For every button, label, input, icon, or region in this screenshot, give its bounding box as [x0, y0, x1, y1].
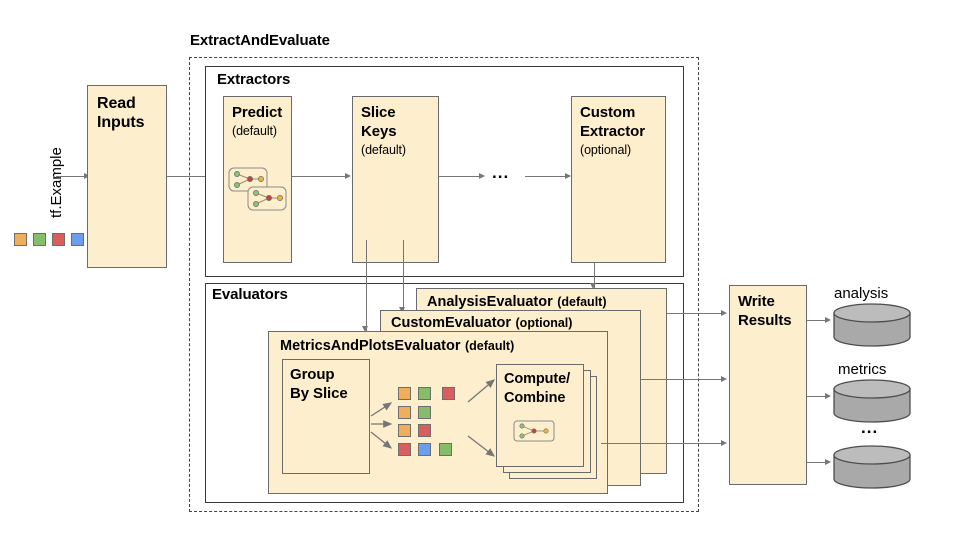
slice-keys-line2: Keys — [361, 123, 397, 140]
arrow-slicekeys-to-ellipsis — [479, 172, 485, 179]
slice-square — [398, 443, 411, 456]
write-results-line2: Results — [738, 312, 792, 329]
custom-extractor-line2: Extractor — [580, 123, 645, 140]
arrow-write-to-metrics — [825, 392, 831, 399]
group-by-slice-line1: Group — [290, 366, 335, 383]
arrow-analysis-to-write — [721, 309, 727, 316]
metrics-plots-evaluator-title: MetricsAndPlotsEvaluator — [280, 338, 461, 354]
output-more-label: ... — [861, 418, 879, 437]
slice-square — [418, 443, 431, 456]
connector-analysis-to-write — [667, 313, 723, 315]
legend-square-red — [52, 233, 65, 246]
slice-square — [418, 424, 431, 437]
custom-evaluator-subtitle: (optional) — [515, 316, 573, 330]
predict-title: Predict — [232, 104, 283, 121]
slice-square — [398, 424, 411, 437]
slice-grid — [398, 387, 468, 463]
slice-square — [398, 387, 411, 400]
write-results-line1: Write — [738, 293, 775, 310]
connector-ellipsis-to-customextractor — [525, 176, 567, 178]
slice-keys-subtitle: (default) — [361, 143, 406, 157]
custom-extractor-subtitle: (optional) — [580, 143, 632, 157]
connector-write-to-more — [807, 462, 827, 464]
read-inputs-line1: Read — [97, 95, 136, 112]
ellipsis-extractors: ... — [492, 163, 510, 182]
arrow-ellipsis-to-customextractor — [565, 172, 571, 179]
compute-graph-icon — [513, 420, 555, 442]
analysis-evaluator-subtitle: (default) — [557, 295, 607, 309]
node-group-by-slice[interactable]: Group By Slice — [282, 359, 370, 474]
group-extract-and-evaluate — [189, 57, 699, 512]
arrow-slicekeys-down-metrics — [362, 326, 369, 332]
output-metrics-label: metrics — [838, 361, 887, 378]
node-metrics-and-plots-evaluator[interactable]: MetricsAndPlotsEvaluator (default) Group… — [268, 331, 608, 494]
connector-slicekeys-to-ellipsis — [439, 176, 481, 178]
arrow-write-to-more — [825, 458, 831, 465]
arrow-custom-to-write — [721, 375, 727, 382]
legend-square-green — [33, 233, 46, 246]
slice-square — [418, 406, 431, 419]
extract-and-evaluate-title: ExtractAndEvaluate — [190, 32, 330, 49]
group-by-slice-line2: By Slice — [290, 385, 348, 402]
model-graph-icon — [228, 167, 287, 211]
slice-square — [398, 406, 411, 419]
node-read-inputs[interactable]: Read Inputs — [87, 85, 167, 268]
legend-square-blue — [71, 233, 84, 246]
legend-squares — [14, 233, 84, 247]
custom-extractor-line1: Custom — [580, 104, 636, 121]
slice-square — [442, 387, 455, 400]
connector-input-to-read — [56, 176, 86, 178]
compute-combine-line2: Combine — [504, 390, 566, 406]
cylinder-metrics — [833, 379, 911, 423]
custom-evaluator-title: CustomEvaluator — [391, 315, 512, 331]
output-analysis-label: analysis — [834, 285, 889, 302]
predict-subtitle: (default) — [232, 124, 277, 138]
node-custom-extractor[interactable]: Custom Extractor (optional) — [571, 96, 666, 263]
arrow-write-to-analysis — [825, 316, 831, 323]
compute-combine-line1: Compute/ — [504, 371, 571, 387]
connector-custom-to-write — [641, 379, 723, 381]
connector-read-to-predict — [167, 176, 214, 178]
read-inputs-line2: Inputs — [97, 114, 145, 131]
arrow-metrics-to-write — [721, 439, 727, 446]
slice-square — [439, 443, 452, 456]
connector-slicekeys-down-custom — [403, 240, 405, 313]
connector-write-to-analysis — [807, 320, 827, 322]
cylinder-more — [833, 445, 911, 489]
analysis-evaluator-title: AnalysisEvaluator — [427, 294, 553, 310]
metrics-plots-evaluator-subtitle: (default) — [464, 339, 515, 353]
node-compute-combine[interactable]: Compute/ Combine — [496, 364, 584, 467]
node-slice-keys[interactable]: Slice Keys (default) — [352, 96, 439, 263]
group-to-grid-arrows — [370, 402, 393, 449]
node-predict[interactable]: Predict (default) — [223, 96, 292, 263]
slice-keys-line1: Slice — [361, 104, 396, 121]
connector-write-to-metrics — [807, 396, 827, 398]
grid-to-compute-arrows — [467, 379, 496, 457]
arrow-customextractor-down-analysis — [590, 283, 597, 289]
extractors-title: Extractors — [217, 71, 291, 88]
cylinder-analysis — [833, 303, 911, 347]
slice-square — [418, 387, 431, 400]
legend-square-orange — [14, 233, 27, 246]
connector-customextractor-down-analysis — [594, 263, 596, 289]
arrow-predict-to-slicekeys — [345, 172, 351, 179]
connector-slicekeys-down-metrics — [366, 240, 368, 332]
connector-predict-to-slicekeys — [292, 176, 347, 178]
evaluators-title: Evaluators — [212, 286, 288, 303]
input-label: tf.Example — [48, 147, 65, 218]
connector-metrics-to-write — [601, 443, 723, 445]
node-write-results[interactable]: Write Results — [729, 285, 807, 485]
